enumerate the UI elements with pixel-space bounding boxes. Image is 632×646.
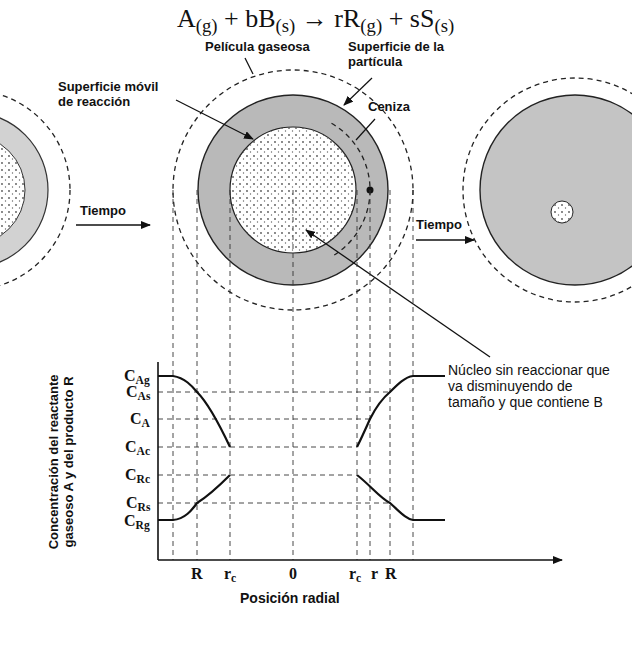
concentration-curves: [158, 376, 445, 520]
axis-tick-label: CRc: [125, 466, 150, 484]
subscript: c: [231, 572, 236, 584]
axis-tick-label: r: [371, 565, 378, 583]
subscript: Ac: [137, 445, 150, 457]
subscript: Rc: [137, 473, 150, 485]
axis-tick-label: 0: [289, 565, 297, 583]
leader-line: [356, 119, 375, 140]
axis-title: Posición radial: [240, 590, 340, 606]
reaction-equation: A(g) + bB(s) → rR(g) + sS(s): [177, 4, 454, 34]
label: Ceniza: [368, 100, 410, 115]
axis-tick-label: CA: [130, 410, 150, 428]
time-arrow: [76, 224, 150, 225]
subscript: Ag: [136, 374, 150, 386]
axis-tick-label: R: [191, 565, 203, 583]
subscript: (g): [360, 15, 382, 36]
axis-tick-label: R: [385, 565, 397, 583]
subscript: (s): [276, 15, 296, 36]
label: Superficie de la partícula: [348, 40, 480, 70]
axis-tick-label: CAc: [125, 438, 150, 456]
projection-lines: [158, 190, 413, 560]
time-label: Tiempo: [80, 204, 126, 219]
y-axis: [157, 362, 159, 560]
subscript: (g): [196, 15, 218, 36]
particle-earlier: [0, 90, 70, 290]
label: Película gaseosa: [205, 40, 310, 55]
axis-title: Concentración del reactante gaseoso A y …: [47, 362, 77, 562]
axis-tick-label: CAs: [126, 383, 150, 401]
subscript: Rs: [138, 501, 151, 513]
subscript: As: [138, 390, 151, 402]
axis-tick-label: CAg: [124, 367, 150, 385]
x-axis: [158, 559, 562, 561]
particle-later: [463, 78, 632, 302]
axis-tick-label: rc: [349, 565, 361, 583]
time-arrow: [416, 239, 474, 240]
leader-line: [245, 58, 253, 74]
time-label: Tiempo: [416, 218, 462, 233]
subscript: c: [356, 572, 361, 584]
leader-line: [344, 78, 372, 105]
label: Superficie móvil de reacción: [58, 80, 176, 110]
note: Núcleo sin reaccionar que va disminuyend…: [448, 362, 620, 410]
leader-line: [176, 100, 253, 139]
axis-tick-label: CRs: [126, 494, 150, 512]
subscript: (s): [434, 15, 454, 36]
subscript: A: [142, 417, 150, 429]
subscript: Rg: [136, 519, 150, 531]
axis-tick-label: rc: [224, 565, 236, 583]
leader-line: [306, 230, 490, 357]
axis-tick-label: CRg: [124, 512, 150, 530]
